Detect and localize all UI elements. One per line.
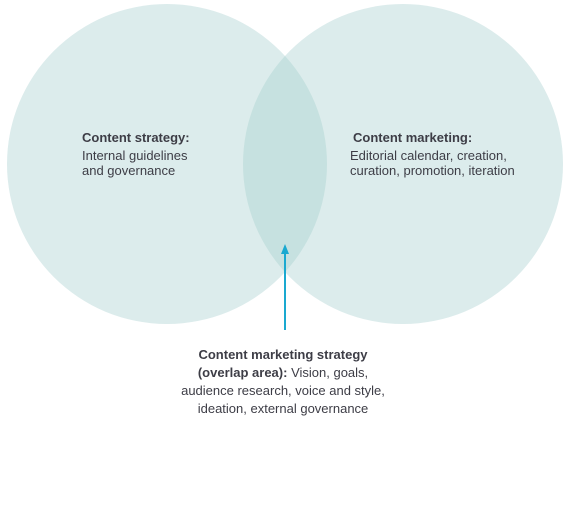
content-marketing-line-2: curation, promotion, iteration <box>350 163 515 178</box>
content-strategy-line-1: Internal guidelines <box>82 148 188 163</box>
overlap-label: Content marketing strategy (overlap area… <box>163 346 403 418</box>
content-marketing-description: Editorial calendar, creation, curation, … <box>350 148 550 178</box>
content-marketing-line-1: Editorial calendar, creation, <box>350 148 507 163</box>
content-marketing-circle <box>243 4 563 324</box>
overlap-body-line-1: Vision, goals, <box>291 365 369 380</box>
overlap-title-line-2: (overlap area): <box>197 365 288 380</box>
content-strategy-circle <box>7 4 327 324</box>
overlap-body-line-3: ideation, external governance <box>197 401 369 416</box>
content-strategy-line-2: and governance <box>82 163 176 178</box>
content-strategy-description: Internal guidelines and governance <box>82 148 232 178</box>
content-marketing-label: Content marketing: Editorial calendar, c… <box>350 130 550 178</box>
arrowhead-icon <box>281 244 289 254</box>
overlap-body-line-2: audience research, voice and style, <box>181 383 385 398</box>
content-strategy-label: Content strategy: Internal guidelines an… <box>82 130 232 178</box>
content-marketing-title: Content marketing: <box>353 130 473 145</box>
content-strategy-title: Content strategy: <box>82 130 190 145</box>
overlap-title-line-1: Content marketing strategy <box>198 347 368 362</box>
